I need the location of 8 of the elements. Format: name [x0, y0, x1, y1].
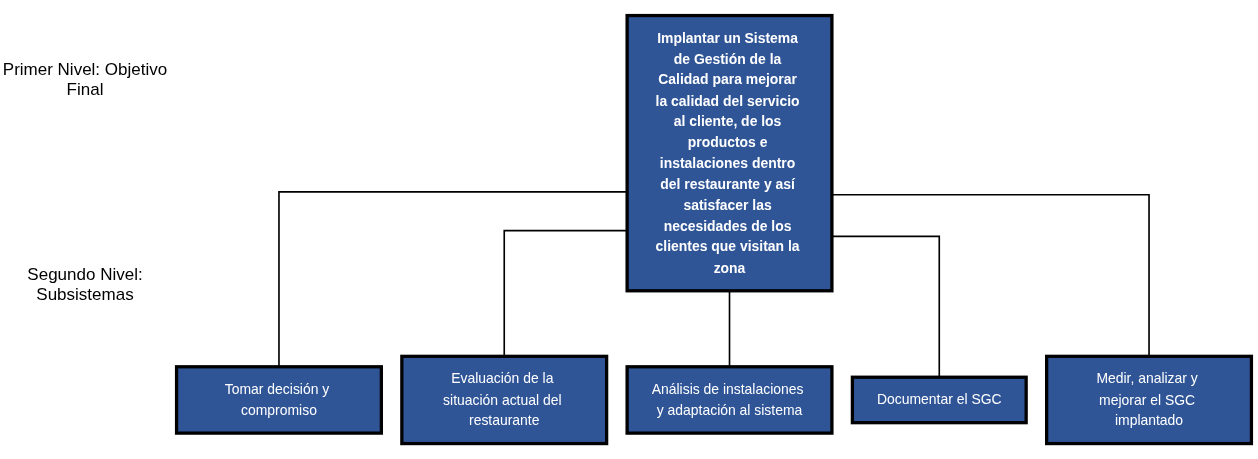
level-label: Primer Nivel: Objetivo Final	[1, 60, 169, 100]
node-box: Documentar el SGC	[850, 375, 1028, 425]
level-label: Segundo Nivel: Subsistemas	[26, 265, 144, 305]
node-box: Evaluación de la situación actual del restaurante	[400, 354, 609, 446]
node-box: Medir, analizar y mejorar el SGC implantado	[1045, 354, 1254, 446]
node-box: Tomar decisión y compromiso	[174, 365, 383, 435]
node-box: Implantar un Sistema de Gestión de la Calidad para mejorar la calidad del servicio al cliente, de los productos e instalaciones dentro del restaurante y así satisfacer las necesidades de los clientes que visitan la zona	[625, 13, 834, 293]
node-box: Análisis de instalaciones y adaptación al sistema	[625, 365, 834, 435]
